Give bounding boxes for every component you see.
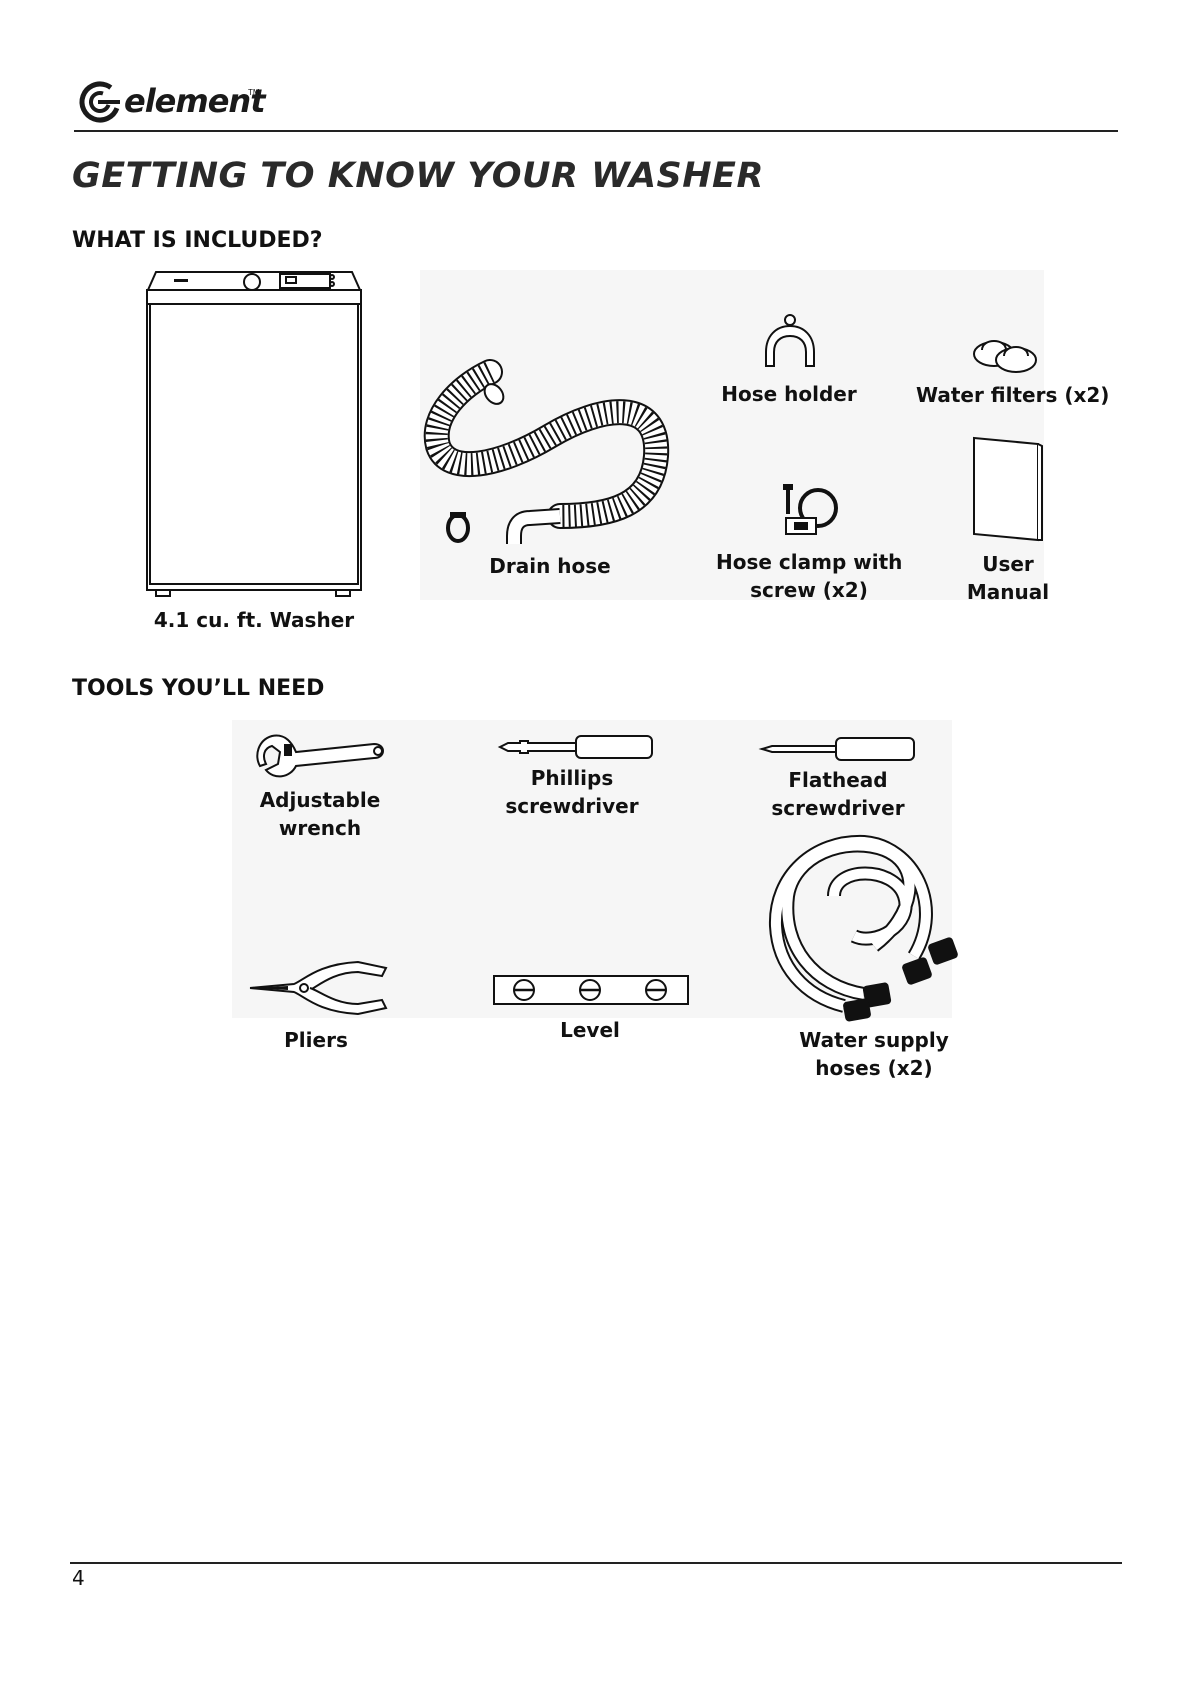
drain-hose-icon [430,366,670,550]
washer-label: 4.1 cu. ft. Washer [146,606,362,634]
adjustable-wrench-icon [254,730,390,782]
user-manual-icon [972,436,1044,542]
hose-holder-label: Hose holder [716,380,862,408]
footer-rule [70,1562,1122,1564]
user-manual-label-line1: User [948,550,1068,578]
pliers-icon [248,958,388,1018]
water-supply-hoses-label-line2: hoses (x2) [784,1054,964,1082]
brand-name: element [124,82,265,120]
brand-trademark: TM [248,88,260,97]
hose-clamp-label-line1: Hose clamp with [716,548,902,576]
phillips-screwdriver-label-line2: screwdriver [492,792,652,820]
page-number: 4 [72,1566,85,1590]
header-rule [74,130,1118,132]
flathead-screwdriver-label-line1: Flathead [758,766,918,794]
flathead-screwdriver-icon [760,736,916,762]
washer-icon [146,270,362,604]
hose-clamp-label-line2: screw (x2) [716,576,902,604]
phillips-screwdriver-icon [498,734,654,760]
water-supply-hoses-label: Water supply hoses (x2) [784,1026,964,1082]
brand-logo: element TM [76,78,276,128]
level-label: Level [510,1016,670,1044]
element-logo-icon [78,80,122,124]
hose-clamp-icon [778,484,844,540]
tools-heading: TOOLS YOU’LL NEED [72,676,324,701]
flathead-screwdriver-label-line2: screwdriver [758,794,918,822]
adjustable-wrench-label-line1: Adjustable [240,786,400,814]
user-manual-label-line2: Manual [948,578,1068,606]
page-title: GETTING TO KNOW YOUR WASHER [72,156,764,196]
hose-holder-icon [760,314,820,370]
adjustable-wrench-label: Adjustable wrench [240,786,400,842]
water-supply-hoses-icon [764,836,960,1022]
water-filters-label: Water filters (x2) [916,381,1096,409]
flathead-screwdriver-label: Flathead screwdriver [758,766,918,822]
pliers-label: Pliers [236,1026,396,1054]
drain-hose-label: Drain hose [470,552,630,580]
level-icon [492,974,690,1006]
phillips-screwdriver-label: Phillips screwdriver [492,764,652,820]
phillips-screwdriver-label-line1: Phillips [492,764,652,792]
user-manual-label: User Manual [948,550,1068,606]
adjustable-wrench-label-line2: wrench [240,814,400,842]
water-supply-hoses-label-line1: Water supply [784,1026,964,1054]
included-heading: WHAT IS INCLUDED? [72,228,323,253]
hose-clamp-label: Hose clamp with screw (x2) [716,548,902,604]
water-filters-icon [972,336,1038,376]
